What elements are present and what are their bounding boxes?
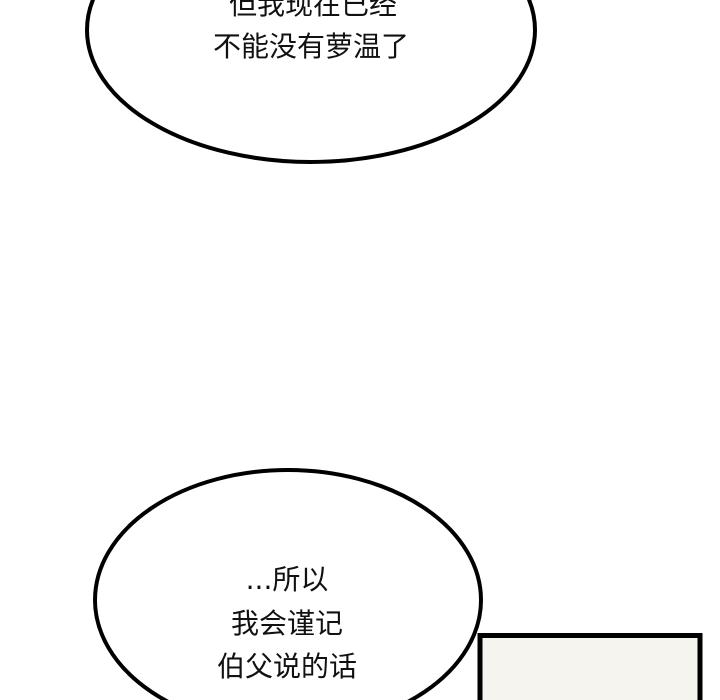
bottom-bubble-line-3: 伯父说的话: [217, 650, 357, 683]
lower-right-panel: [477, 633, 703, 700]
top-bubble-line-1: 但我现在已经: [229, 0, 397, 21]
top-speech-bubble: [85, 0, 537, 164]
bottom-bubble-line-2: 我会谨记: [231, 607, 343, 640]
bottom-speech-bubble: [93, 468, 483, 700]
bottom-bubble-line-1: ...所以: [246, 563, 329, 596]
top-bubble-line-2: 不能没有萝温了: [213, 30, 409, 63]
